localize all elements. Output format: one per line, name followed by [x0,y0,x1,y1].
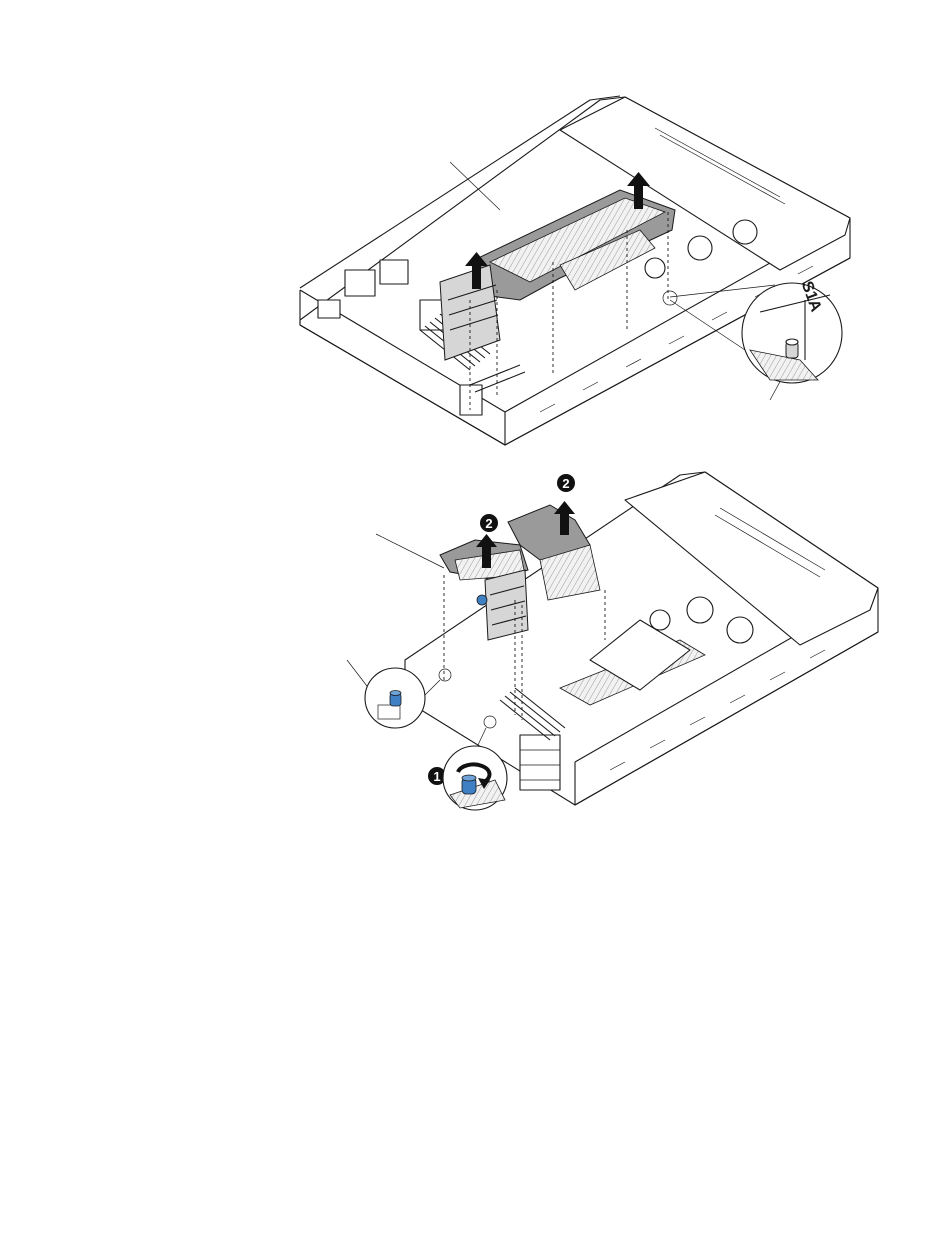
bottom-zoom-inset [443,746,507,810]
top-illustration: S1A [300,96,850,445]
svg-text:2: 2 [562,476,569,491]
svg-text:2: 2 [485,516,492,531]
bottom-illustration: 2 2 1 [347,472,878,810]
step-badge-2b: 2 [480,514,498,532]
guide-pin-icon [786,339,798,358]
thumbscrew-icon [462,775,476,794]
thumbscrew-icon [477,595,487,605]
thumbscrew-icon [390,691,401,707]
svg-text:1: 1 [433,769,440,784]
guide-pin-callout-line [347,660,370,690]
step-badge-2a: 2 [557,474,575,492]
left-zoom-inset [365,668,425,728]
riser-cage-callout-line [376,534,444,568]
